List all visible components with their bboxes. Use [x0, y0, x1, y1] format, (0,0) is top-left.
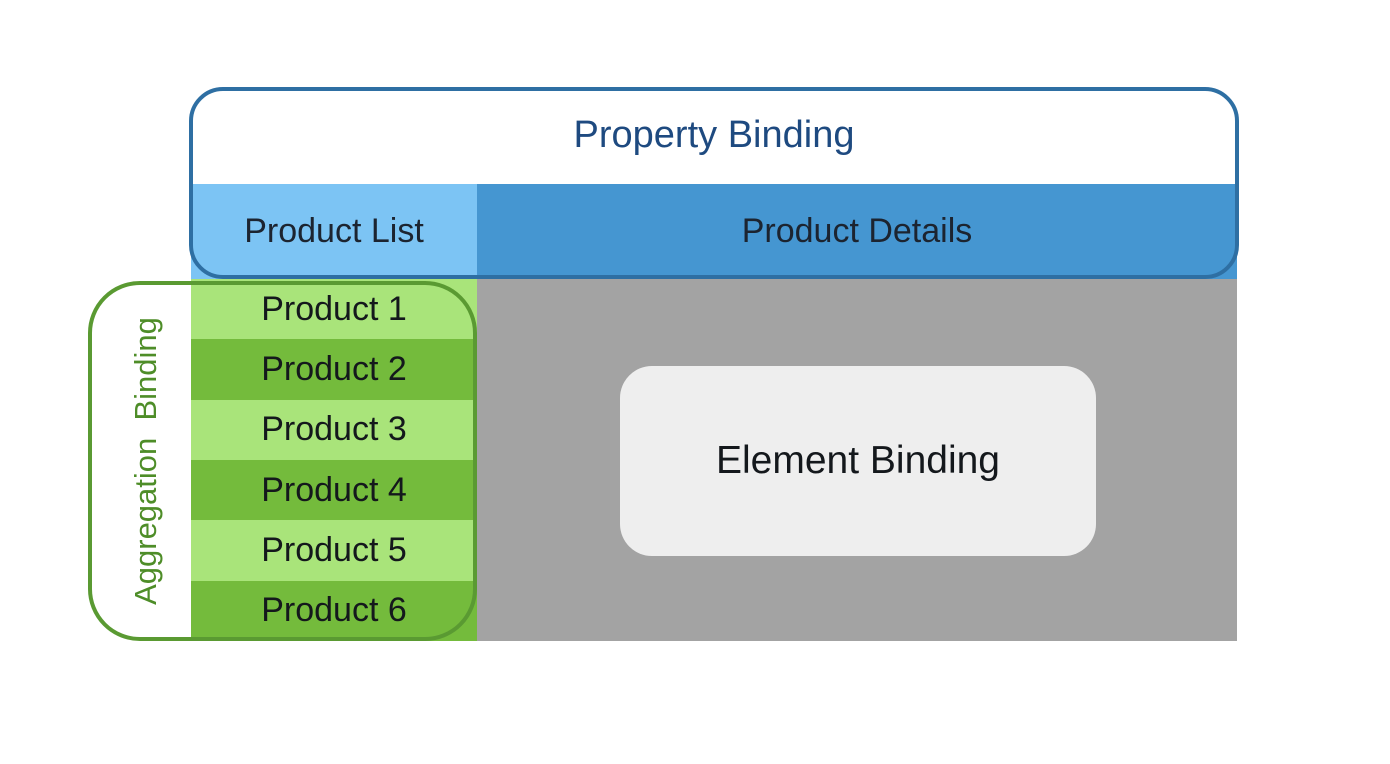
product-row-5: Product 5 [191, 520, 477, 581]
product-row-4: Product 4 [191, 460, 477, 521]
product-list-header: Product List [244, 212, 424, 250]
product-details-header: Product Details [741, 212, 973, 250]
property-binding-outline [189, 87, 1239, 279]
aggregation-binding-label: Aggregation Binding [128, 317, 164, 605]
aggregation-binding-outline [88, 281, 477, 641]
product-row-3: Product 3 [191, 399, 477, 460]
product-row-2: Product 2 [191, 339, 477, 400]
product-details-header-background [477, 184, 1237, 279]
property-binding-label: Property Binding [573, 113, 855, 156]
product-list-header-background [191, 184, 477, 279]
element-binding-box: Element Binding [620, 366, 1096, 556]
aggregation-binding-label-container: Aggregation Binding [104, 281, 188, 641]
